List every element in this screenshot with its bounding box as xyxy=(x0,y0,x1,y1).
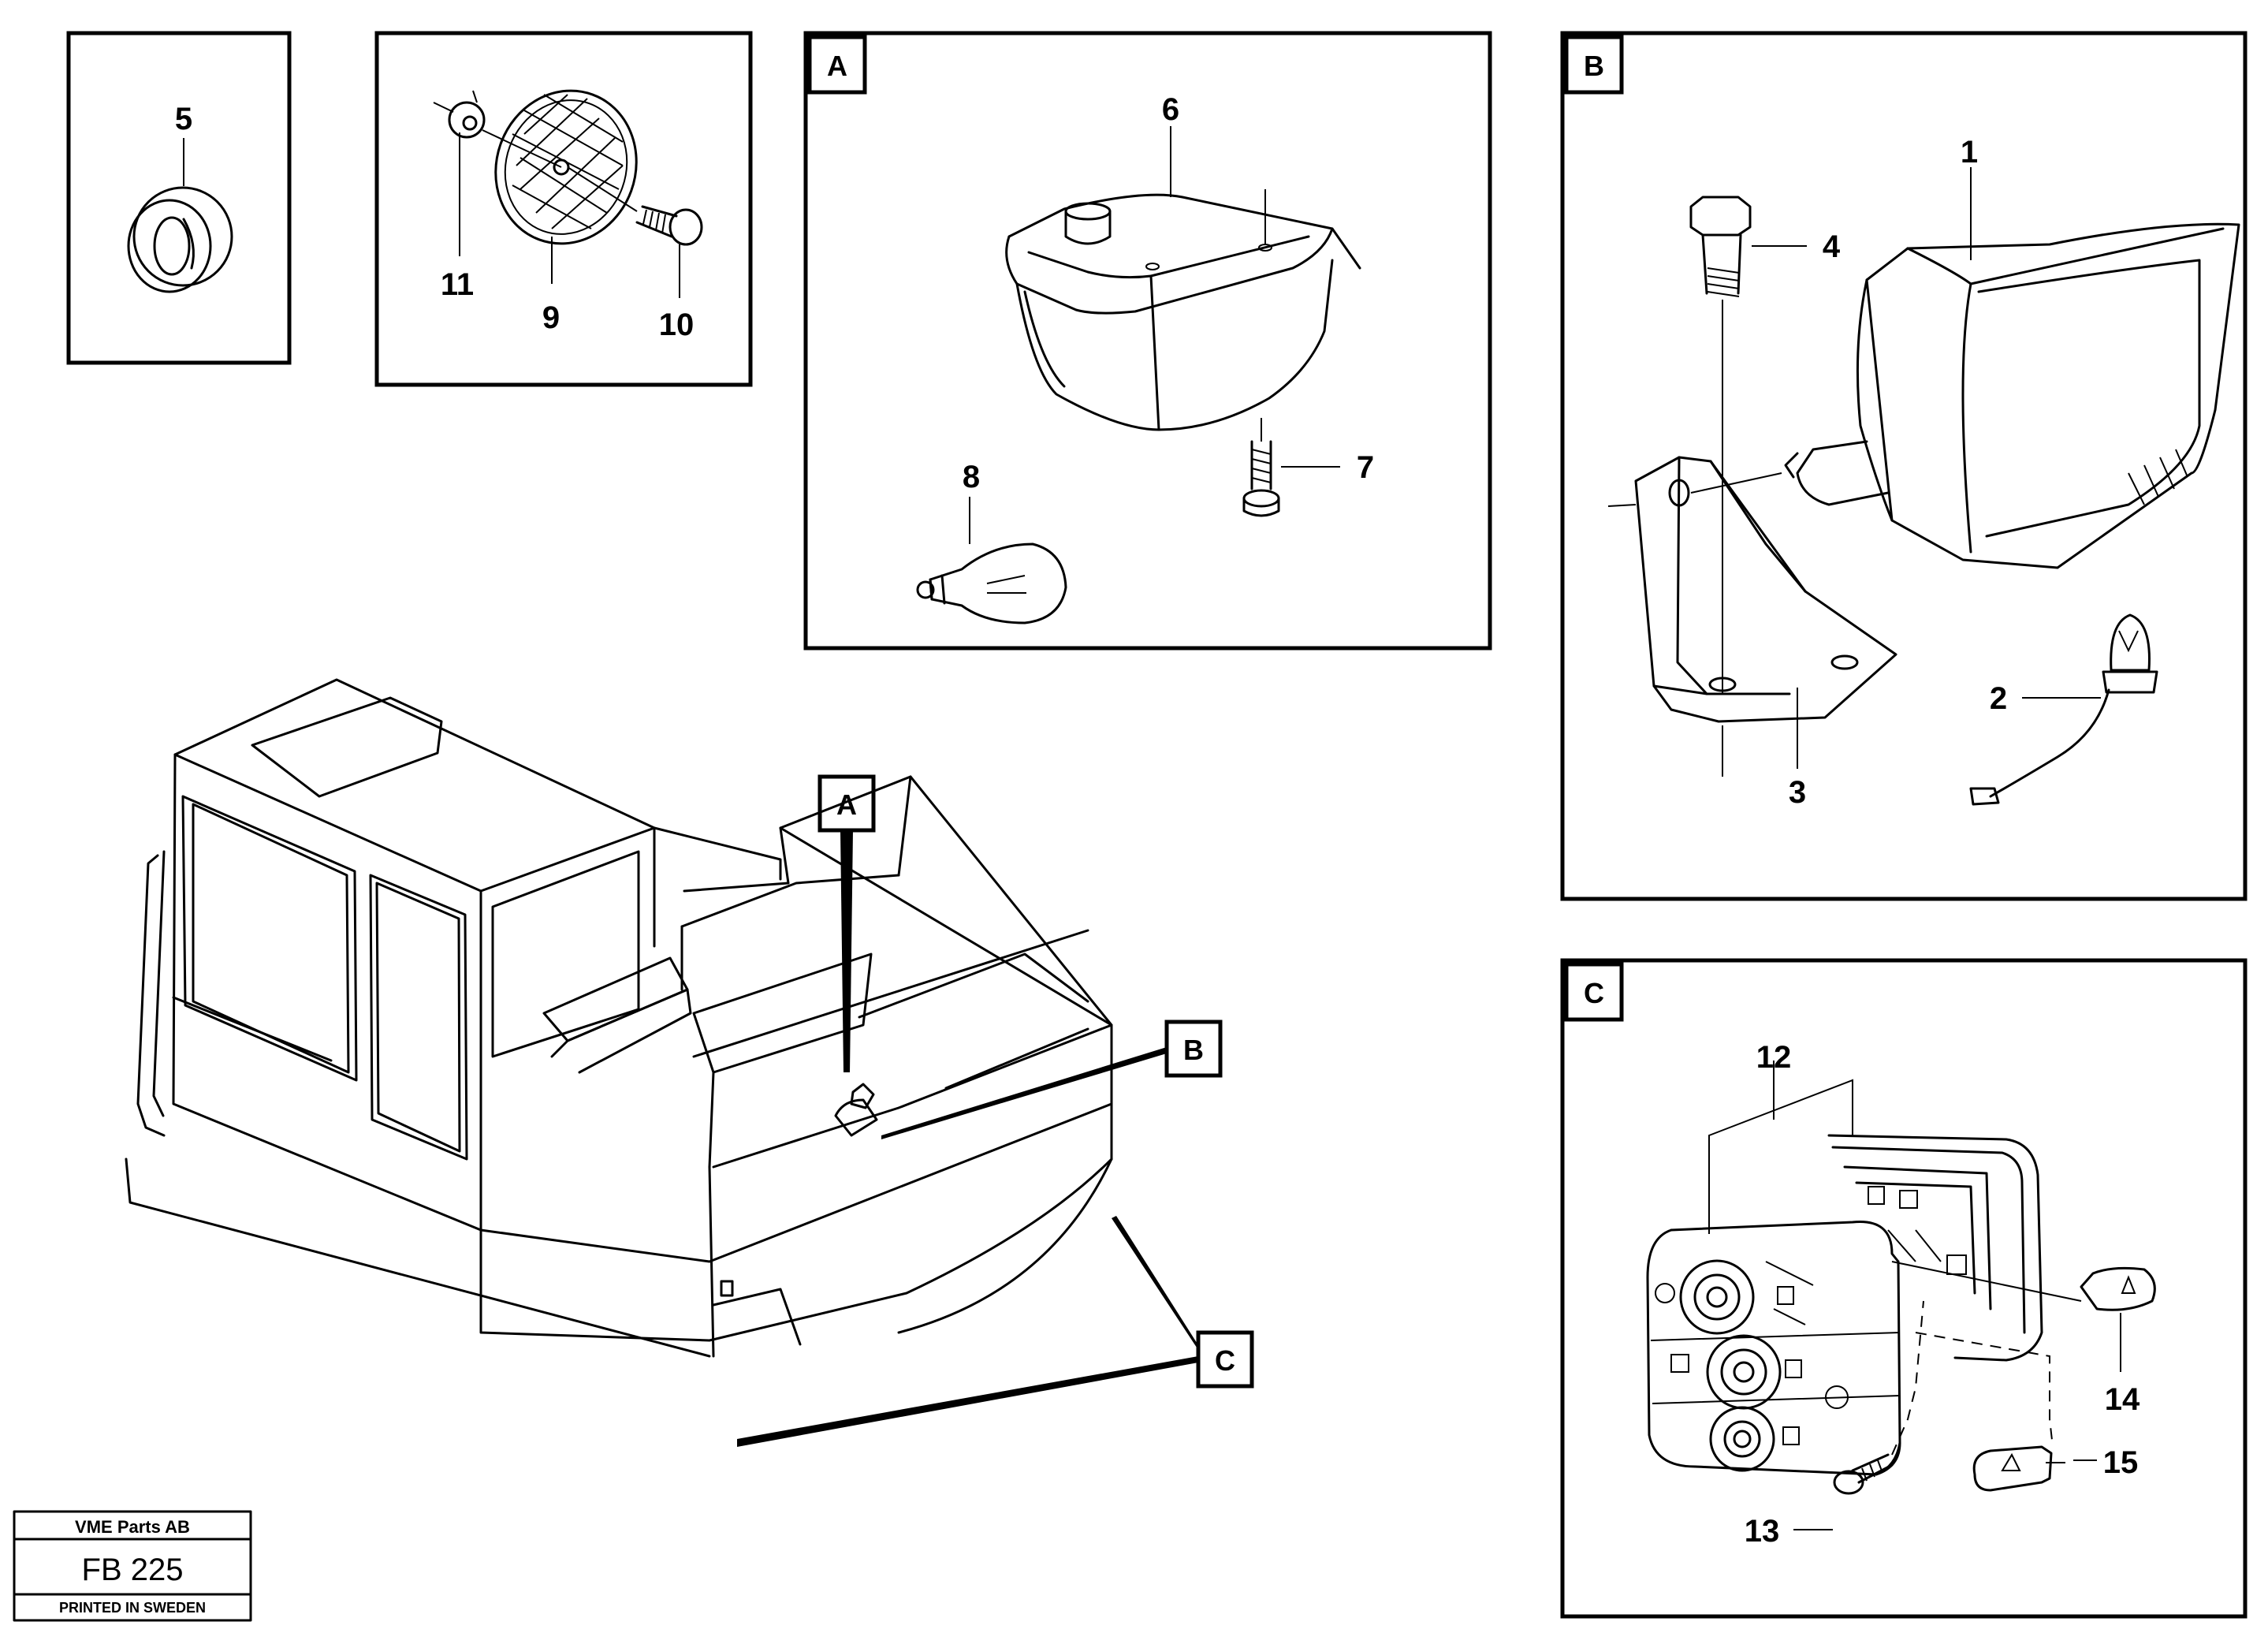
stamp-printed: PRINTED IN SWEDEN xyxy=(59,1600,206,1616)
bracket-part-3 xyxy=(1607,456,1897,777)
detail-a-label: A xyxy=(827,50,847,82)
callout-13: 13 xyxy=(1745,1514,1780,1549)
panel-detail-b: B 1 4 xyxy=(1560,31,2248,901)
detail-b-label: B xyxy=(1584,50,1604,82)
callout-2: 2 xyxy=(1990,681,2007,716)
screw-part-10 xyxy=(567,166,703,246)
pointer-a: A xyxy=(817,774,876,1072)
bulb-part-14 xyxy=(1891,1261,2156,1372)
bulb-part-15 xyxy=(1915,1332,2097,1492)
bolt-part-4 xyxy=(1689,196,1807,694)
callout-9: 9 xyxy=(542,300,560,335)
bulb-holder-part-2 xyxy=(1969,613,2158,806)
callout-7: 7 xyxy=(1357,450,1374,485)
callout-10: 10 xyxy=(659,308,695,342)
stamp-company: VME Parts AB xyxy=(75,1517,190,1537)
pointer-b-label: B xyxy=(1183,1034,1204,1066)
reflector-part-9 xyxy=(494,89,638,245)
callout-15: 15 xyxy=(2103,1445,2139,1480)
callout-3: 3 xyxy=(1789,775,1806,810)
panel-grommet: 5 xyxy=(66,31,292,365)
bulb-part-8 xyxy=(916,497,1067,624)
excavator-body xyxy=(125,678,1113,1358)
lamp-housing-part-6 xyxy=(1005,126,1361,431)
pointer-a-label: A xyxy=(836,788,857,821)
pointer-b: B xyxy=(881,1020,1223,1139)
callout-12: 12 xyxy=(1756,1040,1792,1075)
screw-part-13 xyxy=(1793,1300,1924,1530)
callout-8: 8 xyxy=(963,460,980,494)
callout-5: 5 xyxy=(175,102,192,136)
headlamp-part-1 xyxy=(1784,167,2240,569)
panel-reflector: 11 9 10 xyxy=(374,31,753,387)
callout-4: 4 xyxy=(1823,229,1841,264)
callout-14: 14 xyxy=(2105,1382,2140,1417)
pointer-c-label: C xyxy=(1215,1344,1235,1377)
callout-1: 1 xyxy=(1961,135,1978,170)
panel-detail-a: A 6 7 xyxy=(803,31,1492,651)
pointer-c: C xyxy=(737,1216,1254,1447)
callout-11: 11 xyxy=(441,267,474,302)
detail-c-label: C xyxy=(1584,977,1604,1009)
panel-detail-c: C xyxy=(1560,958,2248,1619)
print-stamp: VME Parts AB FB 225 PRINTED IN SWEDEN xyxy=(13,1510,252,1622)
screw-part-7 xyxy=(1242,418,1340,517)
stamp-code: FB 225 xyxy=(82,1553,184,1587)
tail-lamp-part-12 xyxy=(1646,1061,2043,1476)
grommet-part-5 xyxy=(127,186,233,293)
nut-part-11 xyxy=(433,90,562,168)
callout-6: 6 xyxy=(1162,92,1179,127)
